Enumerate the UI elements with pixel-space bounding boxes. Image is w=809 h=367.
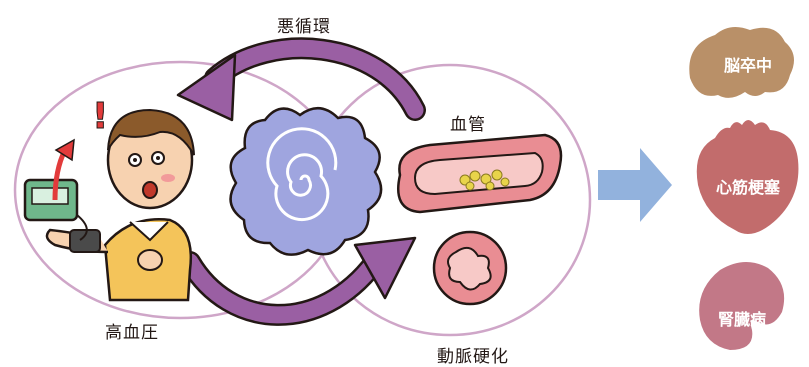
blood-vessel-icon [398, 135, 561, 212]
kidney-disease-label: 腎臓病 [702, 306, 782, 330]
cycle-label: 悪循環 [277, 12, 331, 37]
myocardial-infarction-label: 心筋梗塞 [696, 174, 800, 198]
gear-swirl-icon [231, 108, 382, 254]
hypertension-label: 高血圧 [105, 318, 159, 343]
alert-mark: ! [92, 96, 108, 137]
vessel-label: 血管 [450, 110, 486, 135]
stroke-label: 脳卒中 [708, 52, 788, 76]
arteriosclerosis-label: 動脈硬化 [437, 342, 509, 367]
vessel-cross-section-icon [434, 232, 506, 304]
flow-arrow-icon [598, 148, 672, 222]
